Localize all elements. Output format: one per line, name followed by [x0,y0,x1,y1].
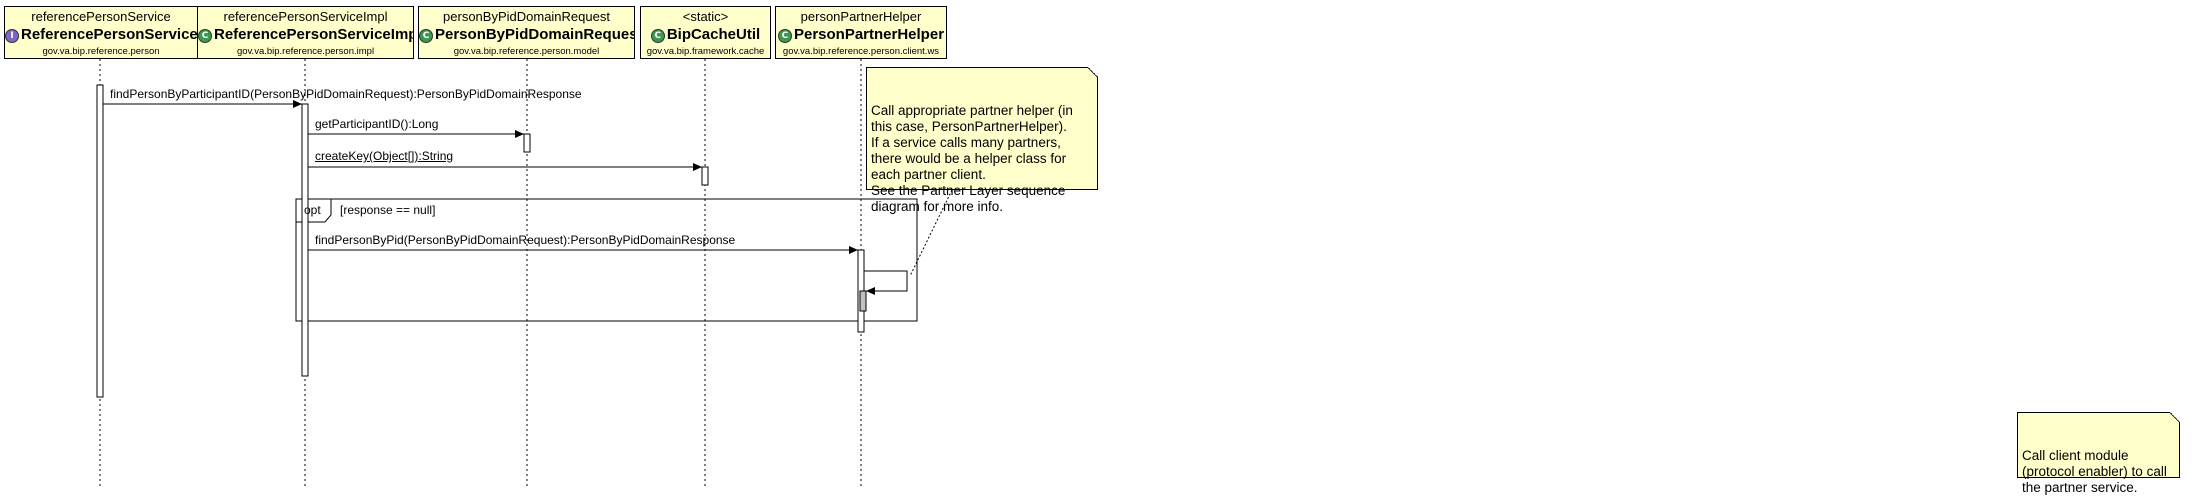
participant-instance-name: <static> [682,9,729,24]
self-message-arrow-personPartnerHelper [864,270,908,295]
participant-instance-name: referencePersonService [31,9,171,24]
message-label-getParticipantID: getParticipantID():Long [315,117,439,131]
participant-class-name: PersonByPidDomainRequest [435,26,635,43]
activation-personByPidDomainRequest [523,133,531,153]
participant-class-name: BipCacheUtil [666,26,761,43]
activation-personPartnerHelper-nested [859,290,867,312]
participant-instance-name: personPartnerHelper [800,9,922,24]
participant-class-name: ReferencePersonService [21,26,198,43]
note-fold-corner [1088,67,1098,77]
message-label-findPersonByPid: findPersonByPid(PersonByPidDomainRequest… [315,233,736,247]
participant-package: gov.va.bip.reference.person.impl [236,46,375,57]
opt-fragment-frame [295,198,918,322]
participant-instance-name: referencePersonServiceImpl [223,9,388,24]
participant-package: gov.va.bip.reference.person.client.ws [782,46,940,57]
class-icon: C [650,29,665,43]
note-client-module: Call client module (protocol enabler) to… [2017,412,2180,495]
participant-instance-name: personByPidDomainRequest [443,9,610,24]
participant-class-name: ReferencePersonServiceImpl [214,26,414,43]
message-label-findPersonByParticipantID: findPersonByParticipantID(PersonByPidDom… [110,87,582,101]
participant-class-name: PersonPartnerHelper [793,26,945,43]
class-icon: C [777,29,792,43]
activation-bipCacheUtil [701,166,709,186]
participant-package: gov.va.bip.reference.person [42,46,160,57]
message-label-createKey: createKey(Object[]):String [315,149,454,163]
note-fold-corner [2170,412,2180,422]
interface-icon: I [5,29,19,43]
opt-fragment-guard: [response == null] [340,203,436,217]
activation-referencePersonService [96,84,104,398]
note-partner-helper: Call appropriate partner helper (in this… [866,67,1098,214]
class-icon: C [198,29,212,43]
opt-fragment-operator: opt [304,203,321,217]
activation-referencePersonServiceImpl [301,103,309,377]
note-text: Call client module (protocol enabler) to… [2022,448,2167,495]
note-text: Call appropriate partner helper (in this… [871,103,1073,214]
class-icon: C [419,29,433,43]
participant-package: gov.va.bip.framework.cache [646,46,765,57]
participant-package: gov.va.bip.reference.person.model [453,46,600,57]
